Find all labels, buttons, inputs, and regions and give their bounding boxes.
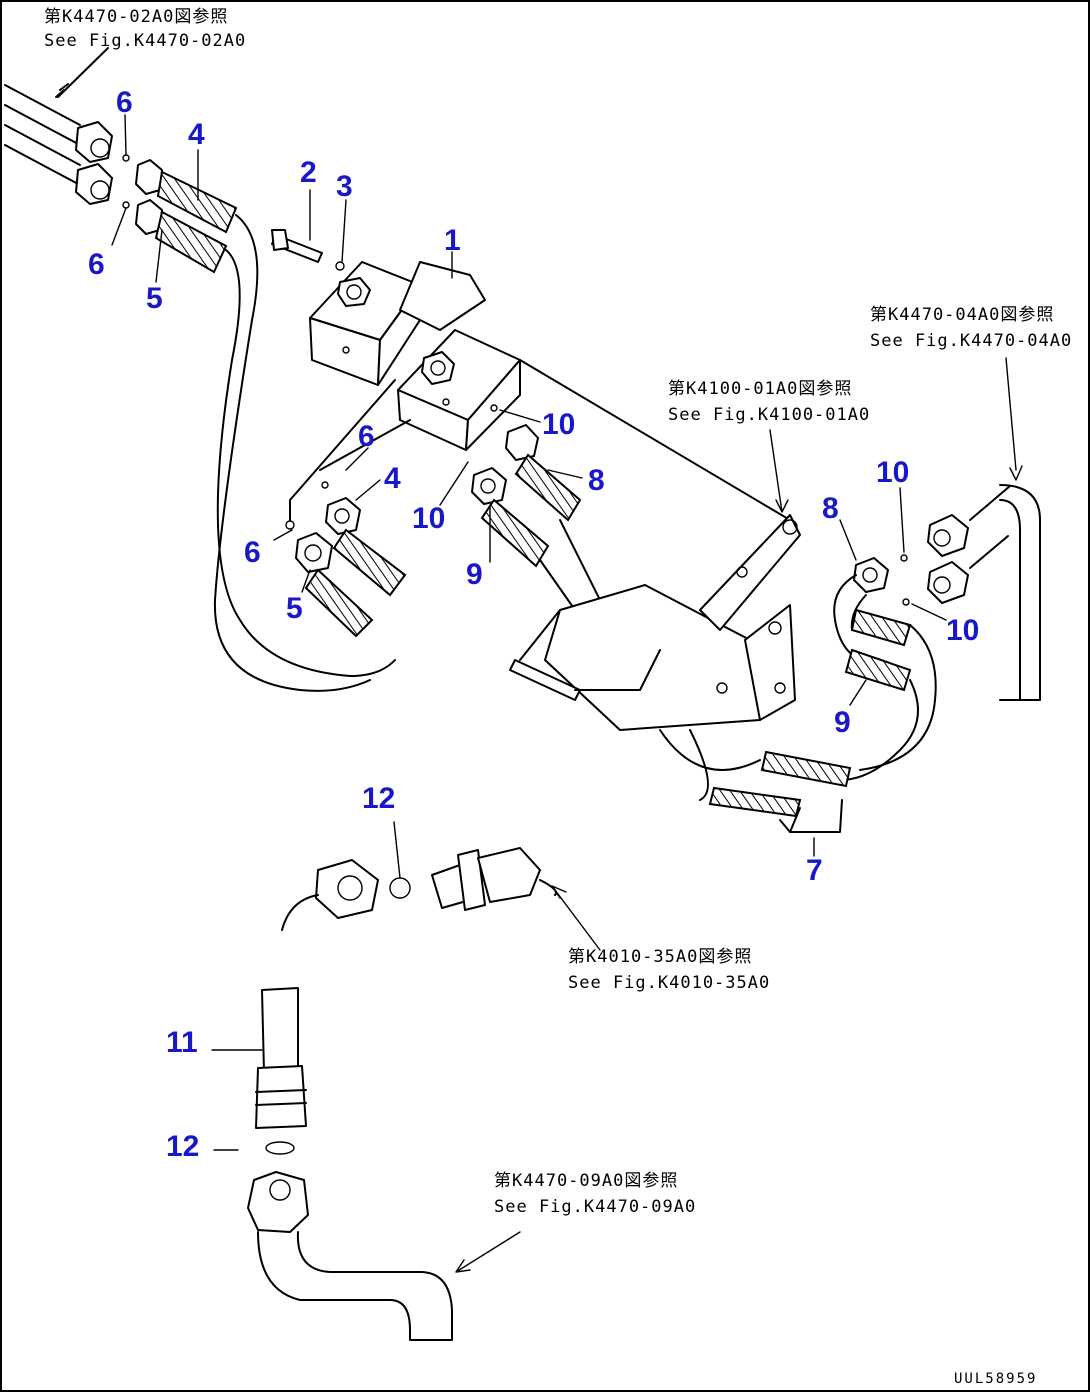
callout-leaders (111, 114, 947, 1151)
callout-numbers: 1 2 3 4 4 5 5 6 6 6 6 7 8 8 9 9 10 10 10… (88, 86, 979, 1163)
callout-12-top: 12 (362, 782, 395, 815)
callout-6-left: 6 (88, 248, 105, 281)
ref-top-left-jp: 第K4470-02A0図参照 (44, 7, 228, 27)
ref-right-jp: 第K4470-04A0図参照 (870, 305, 1054, 325)
figure-code: UUL58959 (954, 1371, 1037, 1387)
callout-4-top: 4 (188, 118, 205, 151)
callout-8-mid: 8 (588, 464, 605, 497)
ref-lower-jp: 第K4010-35A0図参照 (568, 947, 752, 967)
callout-1: 1 (444, 224, 461, 257)
ref-middle-jp: 第K4100-01A0図参照 (668, 379, 852, 399)
ref-right-en: See Fig.K4470-04A0 (870, 331, 1072, 351)
callout-6-mid: 6 (358, 420, 375, 453)
reference-leaders (455, 357, 1023, 1273)
ref-bottom-en: See Fig.K4470-09A0 (494, 1197, 696, 1217)
callout-6-low: 6 (244, 536, 261, 569)
callout-11: 11 (166, 1026, 198, 1059)
bracket (509, 514, 801, 731)
lower-fittings (247, 847, 557, 1341)
callout-6-top: 6 (116, 86, 133, 119)
reference-texts: 第K4470-02A0図参照 See Fig.K4470-02A0 第K4470… (44, 7, 1072, 1387)
right-hoses (659, 484, 1041, 833)
valve-assembly (271, 229, 791, 521)
callout-8-right: 8 (822, 492, 839, 525)
middle-hoses (285, 424, 601, 638)
ref-top-left-en: See Fig.K4470-02A0 (44, 31, 246, 51)
ref-lower-en: See Fig.K4010-35A0 (568, 973, 770, 993)
callout-2: 2 (300, 156, 317, 189)
callout-7: 7 (806, 854, 823, 887)
ref-middle-en: See Fig.K4100-01A0 (668, 405, 870, 425)
callout-4-mid: 4 (384, 462, 401, 495)
callout-10-right-top: 10 (876, 456, 909, 489)
callout-3: 3 (336, 170, 353, 203)
callout-5-top: 5 (146, 282, 163, 315)
callout-9-mid: 9 (466, 558, 483, 591)
upper-hoses (4, 47, 396, 692)
callout-9-right: 9 (834, 706, 851, 739)
callout-5-mid: 5 (286, 592, 303, 625)
callout-10-top: 10 (542, 408, 575, 441)
callout-10-mid: 10 (412, 502, 445, 535)
callout-12-bottom: 12 (166, 1130, 199, 1163)
ref-bottom-jp: 第K4470-09A0図参照 (494, 1171, 678, 1191)
callout-10-right-low: 10 (946, 614, 979, 647)
